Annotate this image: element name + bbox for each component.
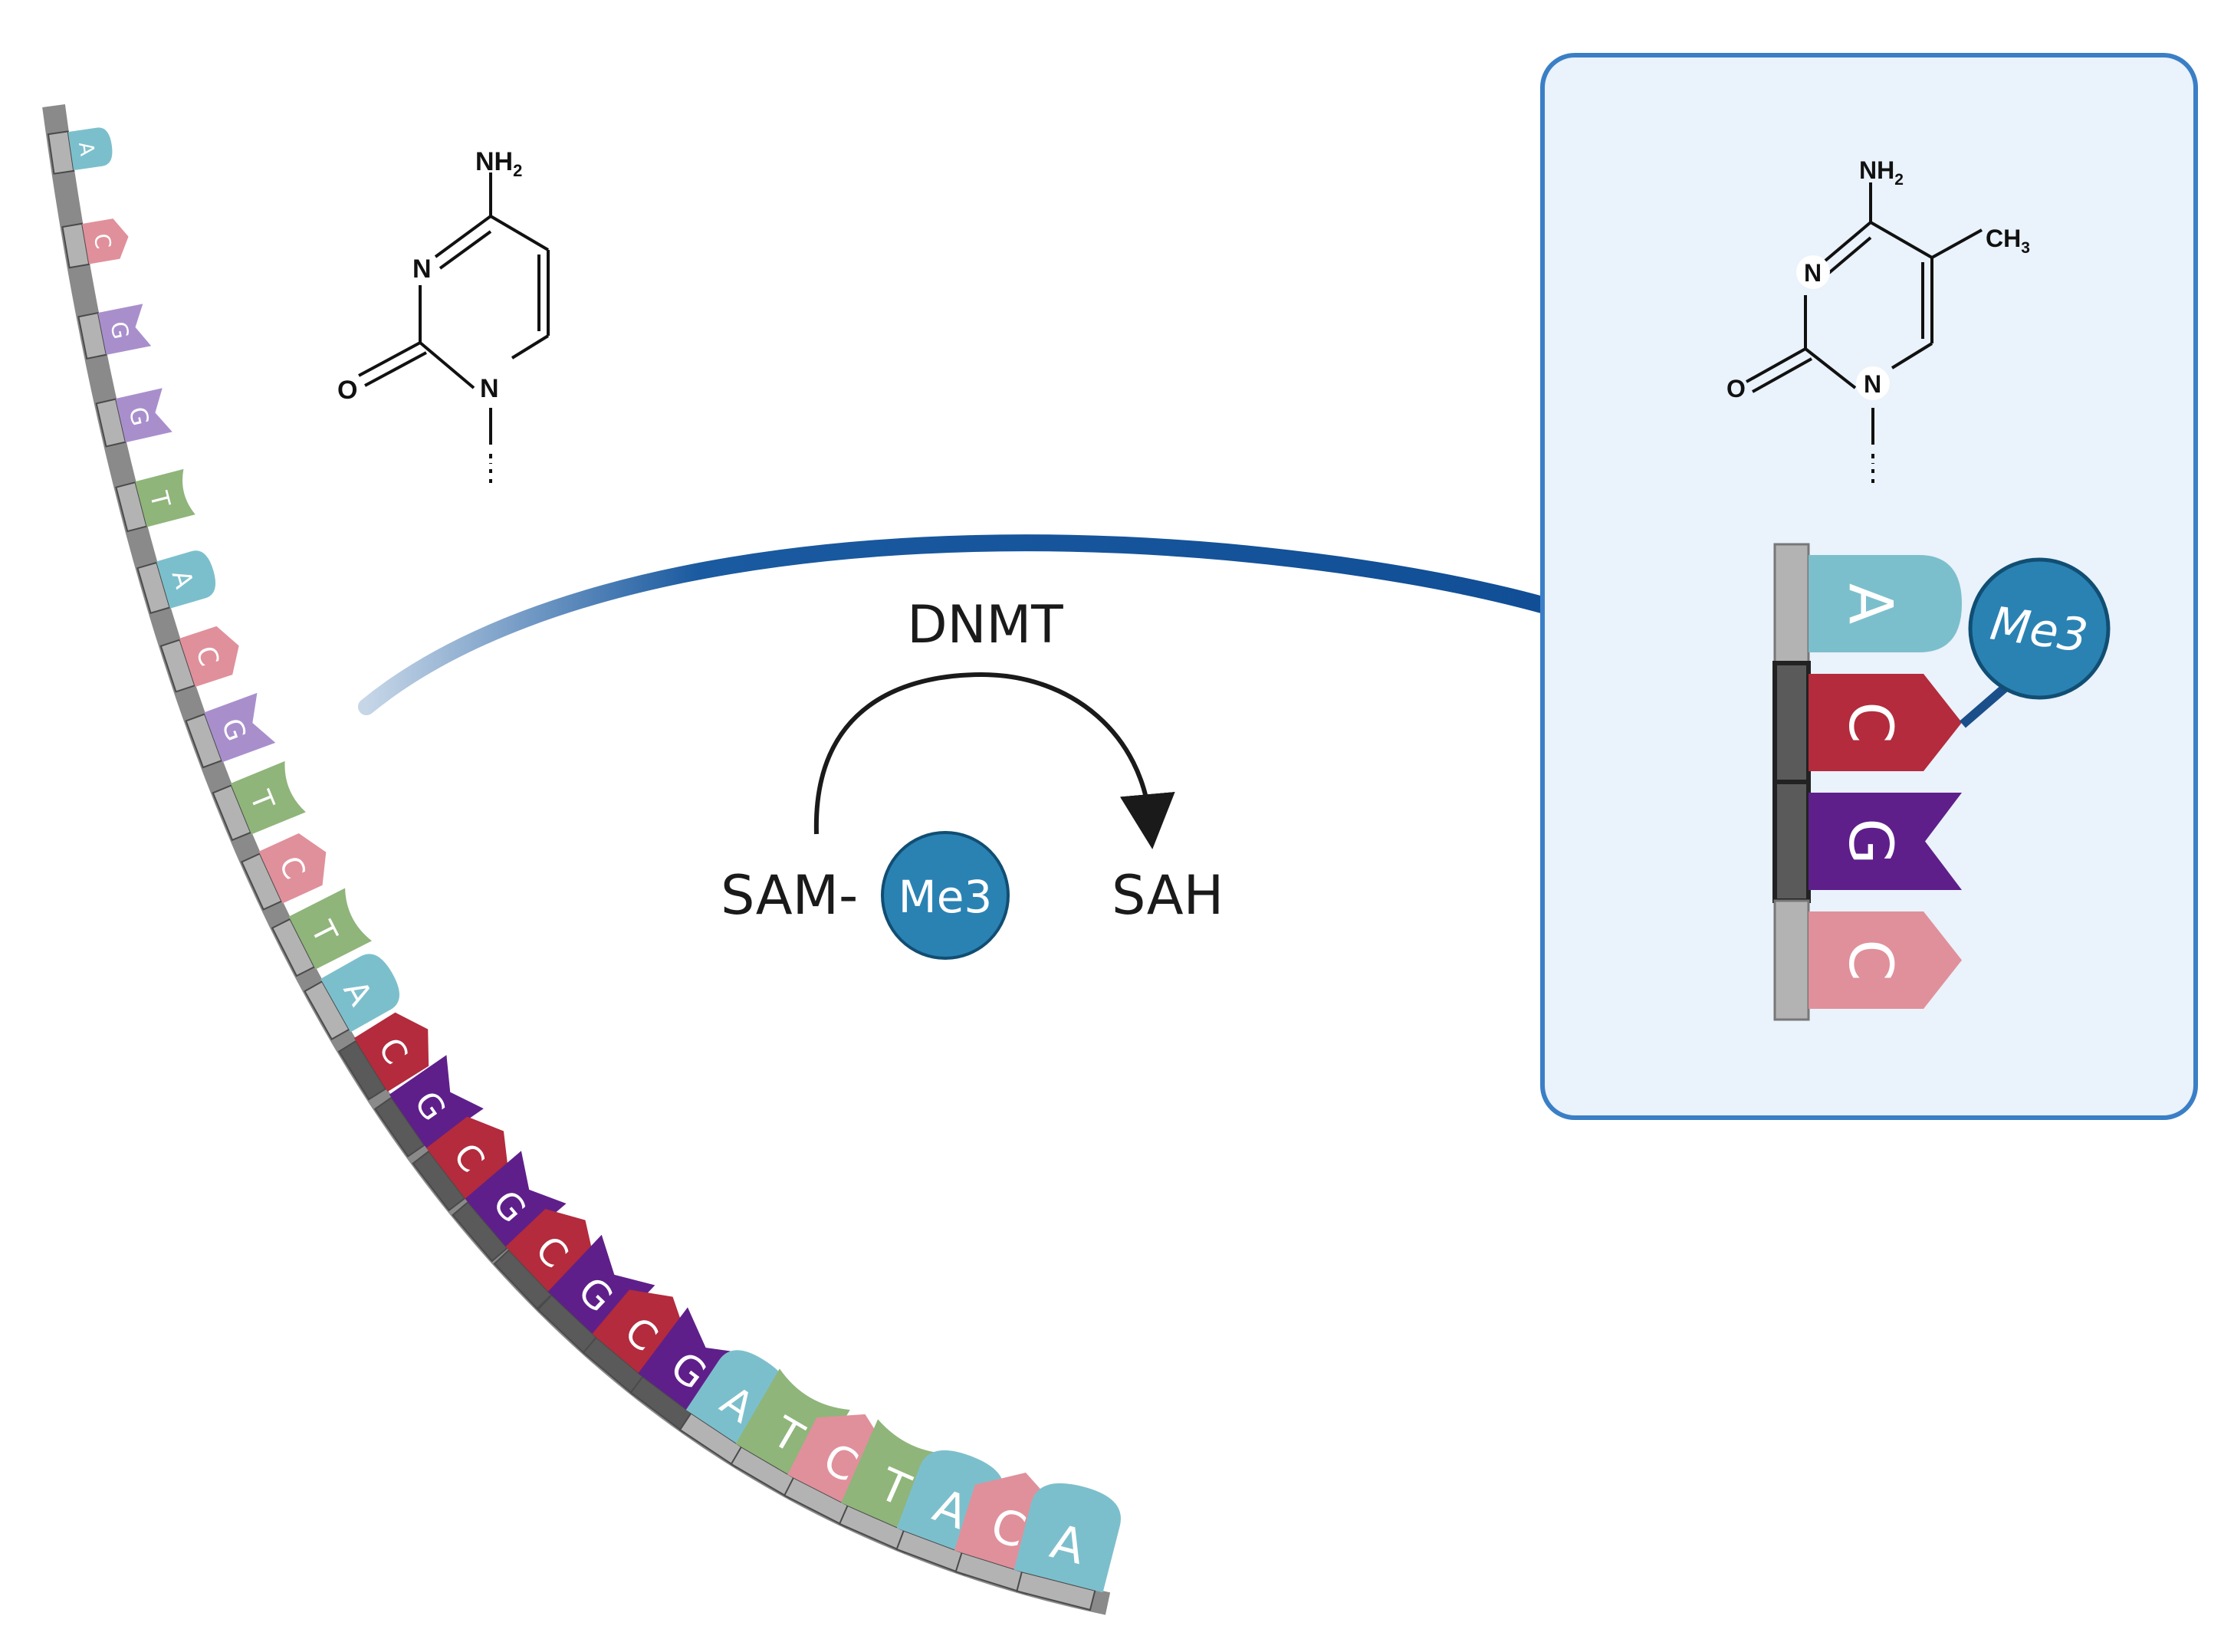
base-T: T bbox=[135, 468, 195, 527]
backbone-segment bbox=[212, 784, 252, 842]
methylcytosine-methyl: CH3 bbox=[1986, 225, 2030, 257]
base-C-shape bbox=[353, 1012, 429, 1092]
base-A-shape bbox=[1014, 1483, 1121, 1593]
cytosine-oxygen: O bbox=[337, 376, 357, 405]
base-G: G bbox=[204, 692, 276, 763]
base-C-shape bbox=[179, 626, 239, 688]
reaction-arrow bbox=[813, 672, 1175, 849]
enzyme-label: DNMT bbox=[907, 595, 1063, 655]
inset-base-C-label: C bbox=[1835, 939, 1904, 980]
substrate-label: SAM- bbox=[721, 864, 858, 927]
base-T-shape bbox=[288, 888, 372, 970]
base-G-shape bbox=[97, 304, 152, 355]
inset-base-C bbox=[1809, 911, 1962, 1009]
backbone-segment bbox=[493, 1249, 553, 1310]
cytosine-structure: NH2 N N O bbox=[337, 147, 550, 487]
cytosine-amino: NH2 bbox=[475, 147, 522, 180]
base-C: C bbox=[258, 833, 327, 904]
methylcytosine-amino: NH2 bbox=[1859, 156, 1904, 189]
backbone-segment bbox=[337, 1039, 387, 1101]
base-A: A bbox=[67, 127, 113, 171]
base-C: C bbox=[179, 626, 239, 688]
base-T-shape bbox=[230, 760, 306, 835]
backbone-segment bbox=[95, 398, 126, 448]
base-A-label: A bbox=[74, 140, 98, 157]
cytosine-n3: N bbox=[412, 255, 432, 284]
base-T: T bbox=[288, 888, 372, 970]
inset-base-A bbox=[1809, 555, 1962, 652]
product-label: SAH bbox=[1112, 864, 1224, 927]
base-G-shape bbox=[465, 1151, 567, 1252]
base-G: G bbox=[97, 304, 152, 355]
base-G: G bbox=[115, 388, 172, 443]
inset-base-C bbox=[1809, 674, 1962, 771]
inset-strand: A C G C bbox=[1772, 543, 1962, 1021]
backbone-segment bbox=[159, 639, 196, 693]
inset-base-G-label: G bbox=[1835, 818, 1904, 864]
methylcytosine-oxygen: O bbox=[1726, 375, 1746, 402]
base-A-shape bbox=[156, 550, 215, 609]
base-T-shape bbox=[135, 468, 195, 527]
inset-methyl-label: Me3 bbox=[1987, 596, 2091, 663]
inset-backbone-segment bbox=[1773, 899, 1810, 1021]
reaction: DNMT SAM- Me3 SAH bbox=[721, 595, 1224, 960]
base-G-shape bbox=[638, 1307, 750, 1420]
methylated-inset: NH2 CH3 N N O A C G C Me3 bbox=[1540, 53, 2198, 1120]
backbone-segment bbox=[304, 980, 350, 1040]
base-G-shape bbox=[547, 1234, 655, 1342]
methyl-label: Me3 bbox=[899, 871, 993, 923]
inset-methyl-icon bbox=[1968, 557, 2111, 700]
inset-base-G bbox=[1809, 793, 1962, 890]
cytosine-n1: N bbox=[480, 374, 499, 403]
methylcytosine-n1: N bbox=[1864, 370, 1881, 398]
inset-backbone-segment bbox=[1773, 543, 1810, 665]
backbone-segment bbox=[452, 1200, 508, 1263]
base-A: A bbox=[156, 550, 215, 609]
base-T: T bbox=[230, 760, 306, 835]
inset-backbone-segment bbox=[1772, 661, 1811, 784]
inset-base-A-label: A bbox=[1835, 583, 1904, 624]
base-A-shape bbox=[67, 127, 113, 171]
methyl-group-icon bbox=[881, 831, 1010, 960]
base-G-shape bbox=[204, 692, 276, 763]
inset-base-C-label: C bbox=[1835, 701, 1904, 743]
base-C: C bbox=[82, 218, 129, 264]
base-C-shape bbox=[82, 218, 129, 264]
base-G: G bbox=[465, 1151, 567, 1252]
base-A: A bbox=[1014, 1483, 1121, 1593]
methylcytosine-structure: NH2 CH3 N N O bbox=[1726, 156, 2030, 483]
base-C: C bbox=[353, 1012, 429, 1092]
base-A-shape bbox=[320, 954, 399, 1033]
base-G-shape bbox=[115, 388, 172, 443]
base-A: A bbox=[320, 954, 399, 1033]
inset-backbone-segment bbox=[1772, 780, 1811, 903]
base-C-shape bbox=[258, 833, 327, 904]
methylcytosine-n3: N bbox=[1804, 259, 1822, 287]
